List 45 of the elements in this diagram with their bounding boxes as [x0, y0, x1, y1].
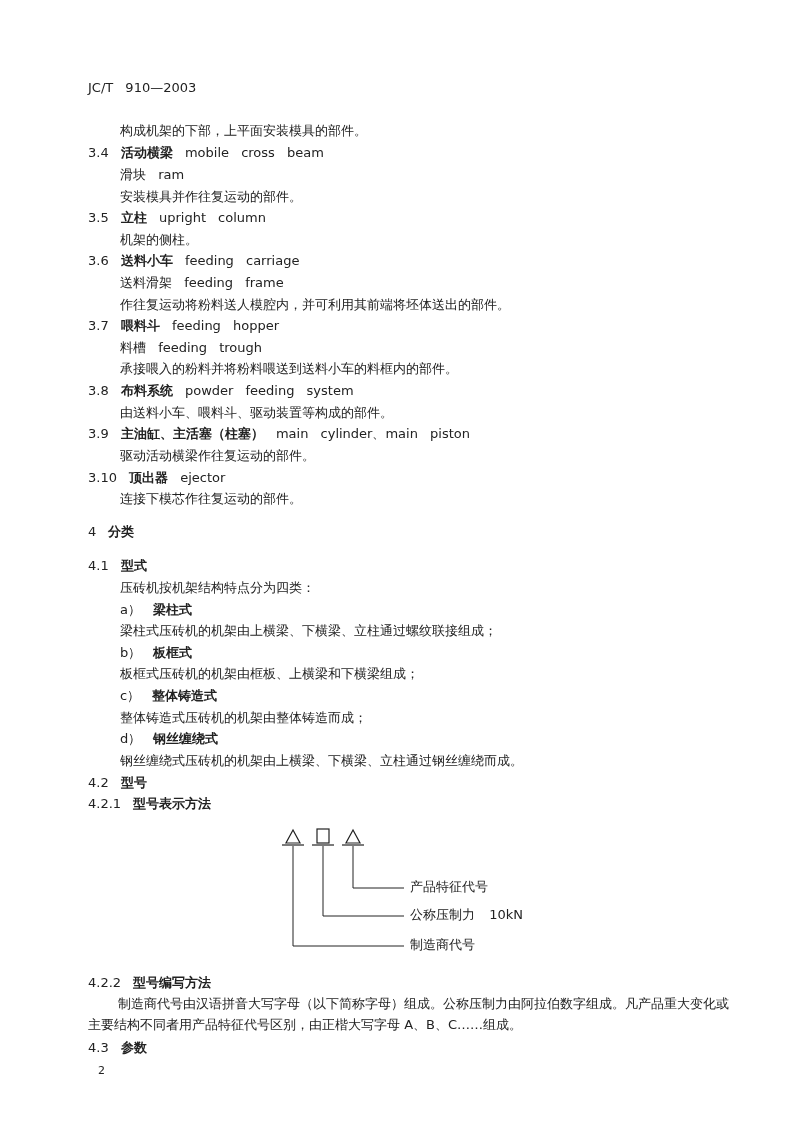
term-heading: 3.7 喂料斗 feeding hopper: [88, 317, 280, 335]
leader-line: [292, 845, 405, 947]
paragraph: 承接喂入的粉料并将粉料喂送到送料小车的料框内的部件。: [120, 360, 458, 378]
paragraph: 钢丝缠绕式压砖机的机架由上横梁、下横梁、立柱通过钢丝缠绕而成。: [120, 752, 523, 770]
triangle-symbol: [281, 828, 305, 846]
square-symbol: [311, 828, 335, 846]
section-heading: 4.3 参数: [88, 1039, 147, 1057]
paragraph: 梁柱式压砖机的机架由上横梁、下横梁、立柱通过螺纹联接组成；: [120, 622, 497, 640]
term-line: 送料滑架 feeding frame: [120, 274, 284, 292]
term-line: 料槽 feeding trough: [120, 339, 263, 357]
term-heading: 3.4 活动横梁 mobile cross beam: [88, 144, 324, 162]
section-heading: 4 分类: [88, 523, 135, 541]
term-line: 滑块 ram: [120, 166, 185, 184]
paragraph: 整体铸造式压砖机的机架由整体铸造而成；: [120, 709, 367, 727]
paragraph: 板框式压砖机的机架由框板、上横梁和下横梁组成；: [120, 665, 419, 683]
section-heading: 4.2.1 型号表示方法: [88, 795, 212, 813]
list-item: d） 钢丝缠绕式: [120, 730, 219, 748]
term-heading: 3.9 主油缸、主活塞（柱塞） main cylinder、main piston: [88, 425, 470, 443]
list-item: a） 梁柱式: [120, 601, 193, 619]
paragraph: 安装模具并作往复运动的部件。: [120, 188, 302, 206]
leader-line: [322, 845, 405, 917]
paragraph: 驱动活动横梁作往复运动的部件。: [120, 447, 315, 465]
paragraph: 连接下模芯作往复运动的部件。: [120, 490, 302, 508]
paragraph: 制造商代号由汉语拼音大写字母（以下简称字母）组成。公称压制力由阿拉伯数字组成。凡产品重大变化或主要结构不同者用产品特征代号区别，由正楷大写字母 A、B、C……组成。: [88, 995, 730, 1034]
term-heading: 3.5 立柱 upright column: [88, 209, 266, 227]
code-label: 制造商代号: [410, 936, 475, 954]
section-heading: 4.2 型号: [88, 774, 147, 792]
paragraph: 压砖机按机架结构特点分为四类：: [120, 579, 315, 597]
term-heading: 3.6 送料小车 feeding carriage: [88, 252, 300, 270]
paragraph: 作往复运动将粉料送人模腔内，并可利用其前端将坯体送出的部件。: [120, 296, 510, 314]
code-label: 公称压制力 10kN: [410, 906, 523, 924]
paragraph: 构成机架的下部，上平面安装模具的部件。: [120, 122, 367, 140]
leader-line: [352, 845, 405, 889]
list-item: b） 板框式: [120, 644, 193, 662]
triangle-symbol: [341, 828, 365, 846]
page-number: 2: [98, 1063, 105, 1079]
code-label: 产品特征代号: [410, 878, 488, 896]
section-heading: 4.2.2 型号编写方法: [88, 974, 212, 992]
term-heading: 3.8 布料系统 powder feeding system: [88, 382, 354, 400]
paragraph: 机架的侧柱。: [120, 231, 198, 249]
list-item: c） 整体铸造式: [120, 687, 218, 705]
section-heading: 4.1 型式: [88, 557, 147, 575]
term-heading: 3.10 顶出器 ejector: [88, 469, 226, 487]
paragraph: 由送料小车、喂料斗、驱动装置等构成的部件。: [120, 404, 393, 422]
page-header: JC/T 910—2003: [88, 79, 197, 97]
